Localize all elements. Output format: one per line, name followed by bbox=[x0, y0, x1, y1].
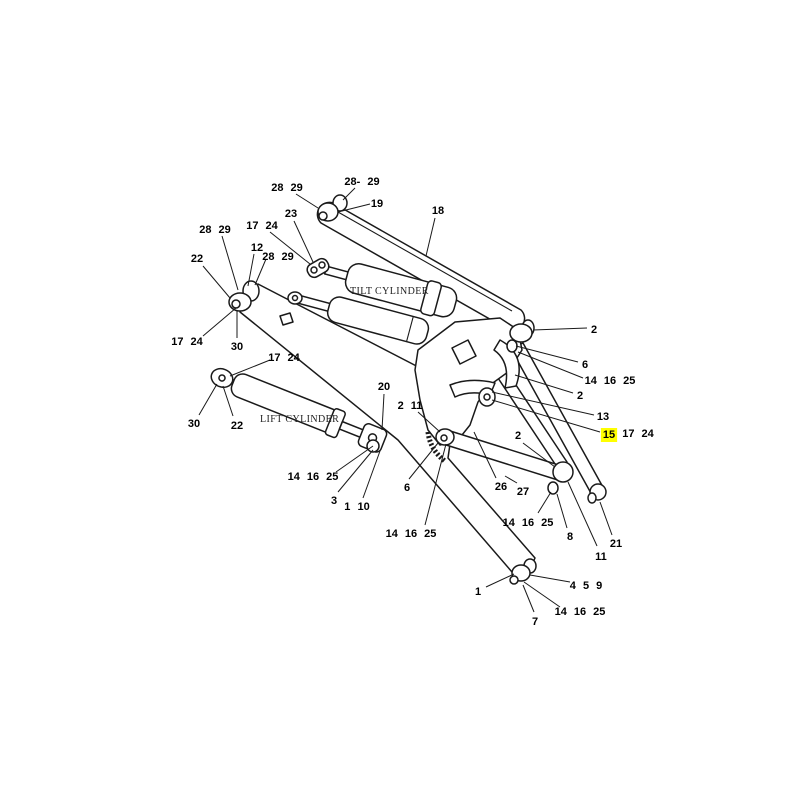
callout-label[interactable]: 18 bbox=[432, 205, 444, 217]
callout-label[interactable]: 2 bbox=[515, 430, 521, 442]
leader-line bbox=[337, 203, 371, 213]
leader-line bbox=[537, 491, 552, 514]
leader-line bbox=[522, 584, 535, 613]
callout-label[interactable]: 2 11 bbox=[398, 400, 423, 412]
callout-label[interactable]: 14 16 25 bbox=[585, 375, 636, 387]
callout-label[interactable]: 22 bbox=[231, 420, 243, 432]
callout-label[interactable]: 3 bbox=[331, 495, 337, 507]
leader-line bbox=[417, 411, 441, 433]
callout-label[interactable]: 19 bbox=[371, 198, 383, 210]
callout-label[interactable]: 21 bbox=[610, 538, 622, 550]
callout-label[interactable]: 6 bbox=[404, 482, 410, 494]
link-pin bbox=[547, 461, 574, 495]
callout-label[interactable]: 13 bbox=[597, 411, 609, 423]
leader-line bbox=[342, 187, 356, 201]
callout-label[interactable]: 20 bbox=[378, 381, 390, 393]
leader-line bbox=[198, 383, 218, 416]
leader-line bbox=[532, 327, 588, 331]
leader-line bbox=[514, 374, 574, 394]
leader-line bbox=[254, 258, 267, 286]
callout-label[interactable]: 14 16 25 bbox=[503, 517, 554, 529]
leader-line bbox=[556, 493, 568, 529]
callout-label[interactable]: 14 16 25 bbox=[288, 471, 339, 483]
lift-cylinder-label: LIFT CYLINDER bbox=[260, 414, 339, 425]
leader-line bbox=[222, 385, 234, 417]
bellcrank-pin bbox=[478, 387, 496, 407]
leader-line bbox=[408, 442, 439, 480]
tilt-rod-eye bbox=[287, 257, 330, 305]
leader-line bbox=[523, 581, 561, 608]
leader-lines bbox=[198, 187, 613, 613]
callout-label-highlighted[interactable]: 15 bbox=[603, 429, 615, 441]
leader-line bbox=[202, 307, 237, 337]
callout-label[interactable]: 12 bbox=[251, 242, 263, 254]
leader-line bbox=[295, 193, 319, 209]
leader-line bbox=[337, 449, 374, 493]
left-pivot-pin bbox=[228, 280, 260, 312]
callout-label[interactable]: 17 24 bbox=[171, 336, 203, 348]
right-arm-end-pin bbox=[587, 483, 607, 504]
leader-line bbox=[425, 217, 436, 257]
lift-cylinder bbox=[210, 367, 388, 453]
callout-label[interactable]: 2 bbox=[591, 324, 597, 336]
right-upper-pin bbox=[506, 319, 535, 353]
callout-label[interactable]: 14 16 25 bbox=[555, 606, 606, 618]
tilt-cylinder-lower bbox=[298, 294, 430, 345]
leader-line bbox=[517, 351, 584, 379]
callout-label[interactable]: 17 24 bbox=[246, 220, 278, 232]
callout-label[interactable]: 7 bbox=[532, 616, 538, 628]
leader-line bbox=[247, 253, 255, 287]
callout-label[interactable]: 23 bbox=[285, 208, 297, 220]
callout-label[interactable]: 28- 29 bbox=[344, 176, 379, 188]
leader-line bbox=[504, 475, 518, 484]
callout-label[interactable]: 6 bbox=[582, 359, 588, 371]
callout-label[interactable]: 26 bbox=[495, 481, 507, 493]
leader-line bbox=[293, 220, 314, 263]
leader-line bbox=[202, 265, 231, 299]
callout-label[interactable]: 1 bbox=[475, 586, 481, 598]
leader-line bbox=[269, 231, 311, 265]
leader-line bbox=[491, 399, 601, 433]
callout-label[interactable]: 30 bbox=[188, 418, 200, 430]
callout-label[interactable]: 8 bbox=[567, 531, 573, 543]
arm-tab bbox=[279, 312, 294, 326]
leader-line bbox=[229, 359, 271, 377]
leader-line bbox=[381, 393, 385, 431]
callout-label[interactable]: 4 5 9 bbox=[570, 580, 602, 592]
callout-label[interactable]: 17 24 bbox=[622, 428, 654, 440]
callout-highlight bbox=[600, 428, 618, 442]
callout-label[interactable]: 28 29 bbox=[262, 251, 294, 263]
callout-label[interactable]: 2 bbox=[577, 390, 583, 402]
callout-label[interactable]: 27 bbox=[517, 486, 529, 498]
leader-line bbox=[599, 501, 613, 536]
leader-line bbox=[473, 431, 497, 479]
callout-label[interactable]: 22 bbox=[191, 253, 203, 265]
callout-label[interactable]: 11 bbox=[595, 551, 607, 563]
leader-line bbox=[335, 445, 374, 473]
callout-label[interactable]: 28 29 bbox=[271, 182, 303, 194]
leader-line bbox=[491, 391, 595, 416]
leader-line bbox=[529, 574, 571, 583]
leader-line bbox=[485, 573, 515, 588]
leader-line bbox=[567, 481, 598, 547]
callout-label[interactable]: 28 29 bbox=[199, 224, 231, 236]
leader-line bbox=[515, 345, 579, 363]
leader-line bbox=[424, 443, 447, 526]
leader-line bbox=[362, 450, 381, 499]
lower-pin bbox=[435, 428, 455, 446]
leader-line bbox=[221, 235, 239, 291]
callout-label[interactable]: 30 bbox=[231, 341, 243, 353]
tilt-cylinder-label: TILT CYLINDER bbox=[350, 286, 429, 297]
tilt-cylinder-upper bbox=[323, 262, 458, 318]
leader-line bbox=[522, 442, 556, 468]
callout-label[interactable]: 14 16 25 bbox=[386, 528, 437, 540]
callout-labels: 28 29 28- 29 19 18 23 28 29 17 24 12 28 … bbox=[171, 176, 654, 628]
upper-link-bar-edge bbox=[337, 211, 513, 312]
bellcrank-slot bbox=[451, 339, 477, 365]
callout-label[interactable]: 17 24 bbox=[268, 352, 300, 364]
callout-label[interactable]: 1 10 bbox=[344, 501, 369, 513]
bottom-pin bbox=[509, 558, 537, 585]
